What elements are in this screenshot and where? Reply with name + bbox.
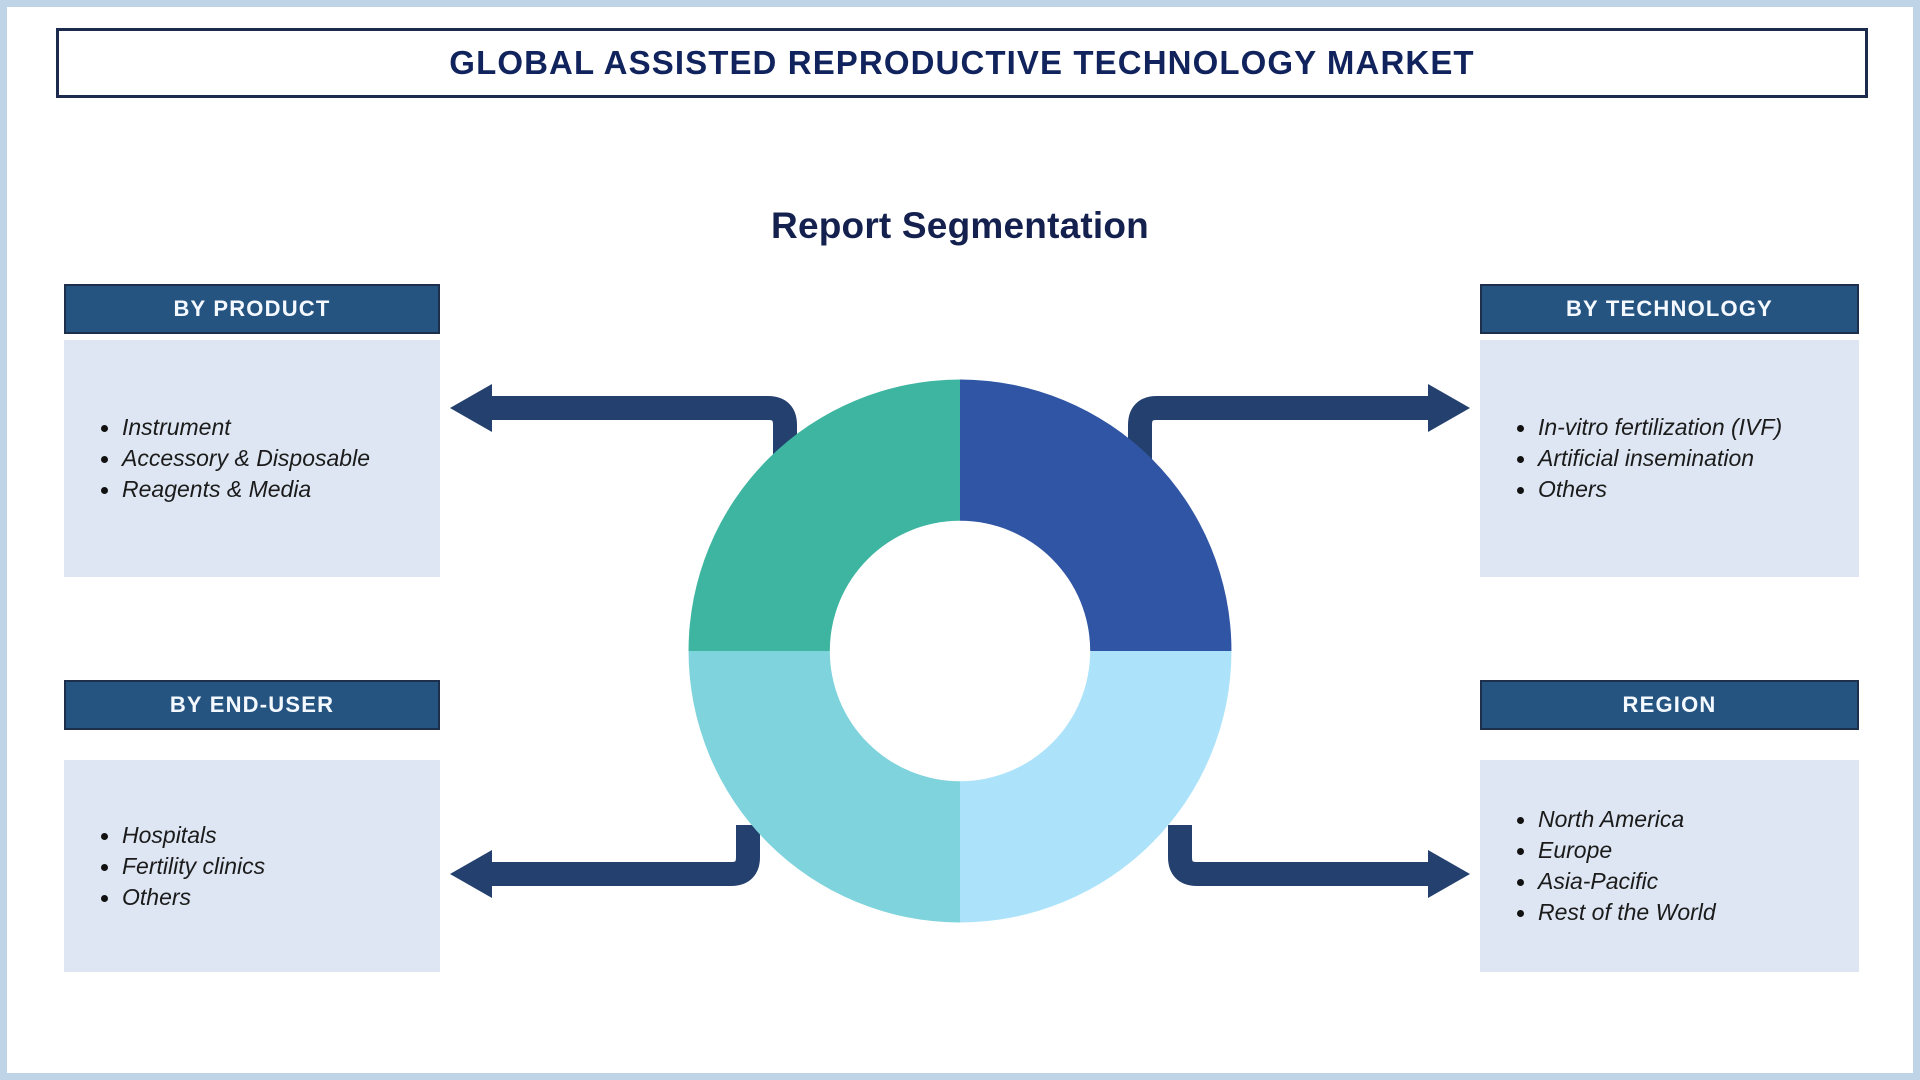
segment-header-technology[interactable]: BY TECHNOLOGY	[1480, 284, 1859, 334]
list-item: Fertility clinics	[98, 851, 440, 882]
list-item: Asia-Pacific	[1514, 866, 1859, 897]
page-title-box: GLOBAL ASSISTED REPRODUCTIVE TECHNOLOGY …	[56, 28, 1868, 98]
segment-header-label-product: BY PRODUCT	[173, 296, 331, 321]
page-title: GLOBAL ASSISTED REPRODUCTIVE TECHNOLOGY …	[449, 44, 1475, 81]
segment-header-label-enduser: BY END-USER	[169, 692, 335, 717]
segment-list-enduser: Hospitals Fertility clinics Others	[64, 820, 440, 913]
donut-chart-svg	[688, 379, 1232, 923]
list-item: Reagents & Media	[98, 474, 440, 505]
segment-box-technology: In-vitro fertilization (IVF) Artificial …	[1480, 340, 1859, 577]
donut-chart	[683, 374, 1237, 928]
segment-list-region: North America Europe Asia-Pacific Rest o…	[1480, 804, 1859, 928]
segment-box-product: Instrument Accessory & Disposable Reagen…	[64, 340, 440, 577]
list-item: Others	[1514, 474, 1859, 505]
segment-header-label-technology: BY TECHNOLOGY	[1565, 296, 1774, 321]
list-item: North America	[1514, 804, 1859, 835]
segment-box-region: North America Europe Asia-Pacific Rest o…	[1480, 760, 1859, 972]
list-item: Europe	[1514, 835, 1859, 866]
segment-list-product: Instrument Accessory & Disposable Reagen…	[64, 412, 440, 505]
donut-hole	[829, 520, 1091, 782]
segment-header-region[interactable]: REGION	[1480, 680, 1859, 730]
list-item: In-vitro fertilization (IVF)	[1514, 412, 1859, 443]
segment-header-product[interactable]: BY PRODUCT	[64, 284, 440, 334]
report-segmentation-heading: Report Segmentation	[771, 205, 1149, 246]
list-item: Accessory & Disposable	[98, 443, 440, 474]
segment-header-label-region: REGION	[1622, 692, 1717, 717]
segment-list-technology: In-vitro fertilization (IVF) Artificial …	[1480, 412, 1859, 505]
segment-header-enduser[interactable]: BY END-USER	[64, 680, 440, 730]
list-item: Others	[98, 882, 440, 913]
list-item: Rest of the World	[1514, 897, 1859, 928]
list-item: Artificial insemination	[1514, 443, 1859, 474]
list-item: Instrument	[98, 412, 440, 443]
list-item: Hospitals	[98, 820, 440, 851]
segment-box-enduser: Hospitals Fertility clinics Others	[64, 760, 440, 972]
